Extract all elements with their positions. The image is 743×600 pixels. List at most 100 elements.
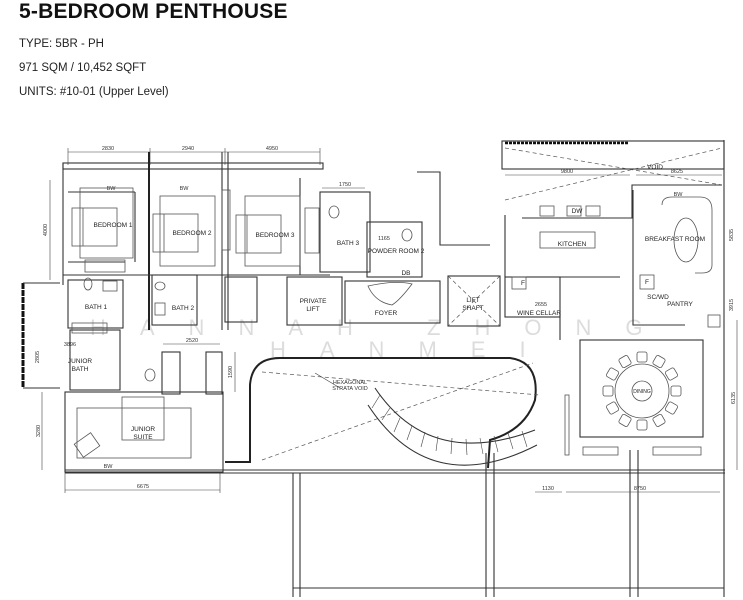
room-label-private-lift-2: LIFT xyxy=(306,306,319,313)
bedroom-3-rug xyxy=(244,195,301,267)
room-label-private-lift: PRIVATE xyxy=(300,298,328,305)
dining-chair xyxy=(602,385,614,397)
room-label-bedroom-1: BEDROOM 1 xyxy=(93,222,132,229)
dining-chair xyxy=(606,367,620,381)
lounge-chair-icon xyxy=(73,432,101,458)
stair-treads xyxy=(371,394,528,456)
pantry-wall xyxy=(632,280,685,326)
breakfast-table xyxy=(673,217,699,263)
label-db: DB xyxy=(401,270,410,277)
sink-icon xyxy=(154,302,166,316)
sink-icon xyxy=(102,280,118,292)
kitchen-counter xyxy=(522,184,722,219)
room-label-junior-bath: JUNIOR xyxy=(68,358,93,365)
dining-chair xyxy=(618,355,632,369)
annotation-strata-void-2: STRATA VOID xyxy=(332,386,368,392)
void-outline xyxy=(225,357,537,469)
room-label-lift-shaft-2: SHAFT xyxy=(462,305,483,312)
toilet-icon xyxy=(401,228,413,242)
dining-chair xyxy=(652,355,666,369)
dimension-4950: 4950 xyxy=(266,146,278,152)
hob-icon xyxy=(585,205,601,217)
top-dimension-chain xyxy=(49,148,321,280)
dimension-6135: 6135 xyxy=(731,392,737,404)
kitchen-island xyxy=(539,231,596,249)
room-label-junior-bath-2: BATH xyxy=(72,366,89,373)
toilet-icon xyxy=(154,281,166,291)
terrace-outline xyxy=(65,140,738,597)
room-label-sc-wd: SC/WD xyxy=(647,294,669,301)
dimension-2940: 2940 xyxy=(182,146,194,152)
void-cross xyxy=(504,147,723,201)
label-dw: DW xyxy=(572,208,584,215)
dimension-3915: 3915 xyxy=(729,299,735,311)
dining-chair xyxy=(664,367,678,381)
kitchen-wing-walls xyxy=(501,140,725,340)
dimension-1590: 1590 xyxy=(228,366,234,378)
dining-chair xyxy=(652,413,666,427)
dimension-1750: 1750 xyxy=(339,182,351,188)
room-label-bedroom-2: BEDROOM 2 xyxy=(172,230,211,237)
bed-2 xyxy=(152,213,199,253)
bath-3-room xyxy=(319,191,371,273)
dining-rug xyxy=(579,339,704,438)
room-label-bath-2: BATH 2 xyxy=(172,305,195,312)
annotation-bw: BW xyxy=(107,186,117,192)
sink-icon xyxy=(707,314,721,328)
private-lift-box xyxy=(286,276,343,326)
entry-corridor-wall xyxy=(417,171,490,246)
dimension-8625: 8625 xyxy=(671,169,683,175)
label-fridge-2: F xyxy=(645,279,649,286)
fridge-icon xyxy=(511,276,527,290)
fridge-icon xyxy=(639,274,655,290)
room-label-bedroom-3: BEDROOM 3 xyxy=(255,232,294,239)
junior-suite-room xyxy=(64,391,224,473)
dimension-4000: 4000 xyxy=(43,224,49,236)
dining-chair xyxy=(636,351,648,363)
void-cross xyxy=(261,362,541,461)
powder-room xyxy=(366,221,423,278)
dimension-8750: 8750 xyxy=(634,486,646,492)
bedroom-3-bath xyxy=(224,276,258,323)
void-area xyxy=(501,140,725,170)
central-core-walls xyxy=(286,171,501,327)
dining-chair xyxy=(670,385,682,397)
wine-cellar-room xyxy=(504,276,561,318)
dimension-1130: 1130 xyxy=(542,486,554,492)
dimension-2520: 2520 xyxy=(186,338,198,344)
vanity-icon xyxy=(71,322,108,334)
staircase-outer xyxy=(367,404,538,466)
room-label-void: VOID xyxy=(647,164,663,171)
bed-1 xyxy=(71,207,118,247)
room-label-powder-room: POWDER ROOM 2 xyxy=(368,248,425,255)
strata-void xyxy=(225,357,541,469)
wardrobe xyxy=(304,207,320,254)
room-label-dining: DINING xyxy=(633,389,651,395)
sideboard xyxy=(652,446,702,456)
bedroom-wing-walls xyxy=(62,152,330,330)
watermark-line-1: HANNAH ZHONG xyxy=(90,315,676,340)
lift-shaft-cross xyxy=(447,275,501,327)
dimension-2655: 2655 xyxy=(535,302,547,308)
bedroom-2-rug xyxy=(159,195,216,267)
dimension-3896: 3896 xyxy=(64,342,76,348)
dining-chair xyxy=(636,419,648,431)
junior-suite-walls xyxy=(41,343,236,493)
dimension-5835: 5835 xyxy=(729,229,735,241)
unit-area: 971 SQM / 10,452 SQFT xyxy=(19,62,147,74)
annotation-bw: BW xyxy=(674,192,684,198)
dimension-2805: 2805 xyxy=(35,351,41,363)
junior-suite-rug xyxy=(76,407,192,459)
foyer-box xyxy=(344,280,441,324)
room-label-lift-shaft: LIFT xyxy=(466,297,479,304)
page-title: 5-BEDROOM PENTHOUSE xyxy=(19,0,288,23)
dimension-6675: 6675 xyxy=(137,484,149,490)
toilet-icon xyxy=(328,205,340,219)
wardrobe xyxy=(221,189,231,251)
west-facade xyxy=(21,282,121,391)
partition xyxy=(564,394,570,456)
bath-2-room xyxy=(151,274,198,326)
room-label-pantry: PANTRY xyxy=(667,301,693,308)
annotation-bw: BW xyxy=(104,464,114,470)
